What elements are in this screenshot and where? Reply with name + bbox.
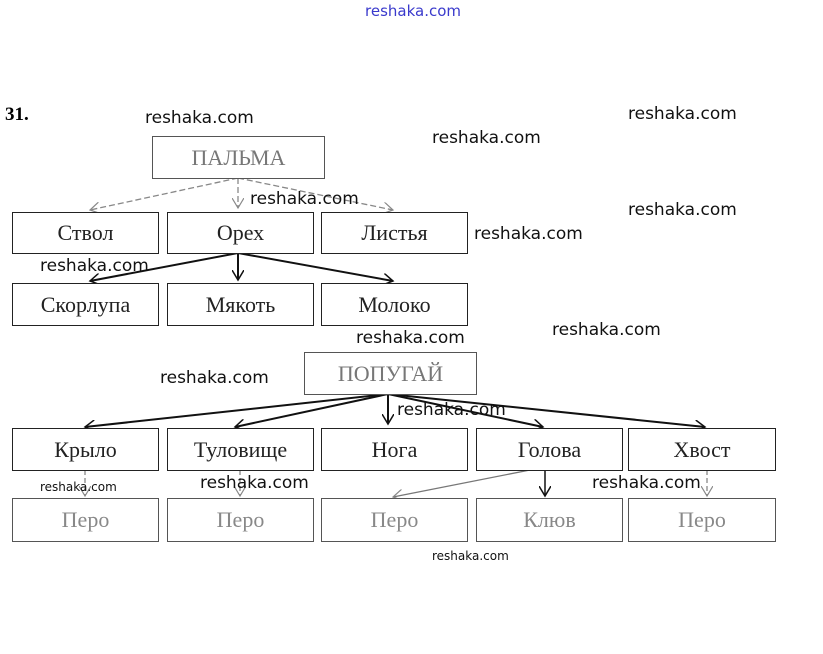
parrot-arrows	[85, 393, 705, 427]
parts-arrows	[85, 469, 707, 497]
watermark: reshaka.com	[145, 108, 254, 128]
node-leaves: Листья	[321, 212, 468, 254]
node-feather-1: Перо	[12, 498, 159, 542]
node-pulp: Мякоть	[167, 283, 314, 326]
watermark: reshaka.com	[432, 549, 509, 563]
watermark: reshaka.com	[628, 200, 737, 220]
node-parrot: ПОПУГАЙ	[304, 352, 477, 395]
watermark: reshaka.com	[40, 480, 117, 494]
watermark: reshaka.com	[40, 256, 149, 276]
node-shell: Скорлупа	[12, 283, 159, 326]
nut-arrows	[90, 252, 393, 281]
watermark: reshaka.com	[432, 128, 541, 148]
node-milk: Молоко	[321, 283, 468, 326]
node-feather-4: Перо	[628, 498, 776, 542]
node-body: Туловище	[167, 428, 314, 471]
watermark: reshaka.com	[552, 320, 661, 340]
watermark: reshaka.com	[592, 473, 701, 493]
watermark: reshaka.com	[200, 473, 309, 493]
node-tail: Хвост	[628, 428, 776, 471]
node-leg: Нога	[321, 428, 468, 471]
node-head: Голова	[476, 428, 623, 471]
watermark: reshaka.com	[397, 400, 506, 420]
watermark: reshaka.com	[474, 224, 583, 244]
watermark: reshaka.com	[365, 2, 461, 20]
task-number: 31.	[5, 104, 29, 125]
node-palm: ПАЛЬМА	[152, 136, 325, 179]
palm-arrows	[90, 177, 393, 210]
node-feather-3: Перо	[321, 498, 468, 542]
node-nut: Орех	[167, 212, 314, 254]
node-wing: Крыло	[12, 428, 159, 471]
node-trunk: Ствол	[12, 212, 159, 254]
watermark: reshaka.com	[250, 189, 359, 209]
node-beak: Клюв	[476, 498, 623, 542]
watermark: reshaka.com	[356, 328, 465, 348]
watermark: reshaka.com	[628, 104, 737, 124]
watermark: reshaka.com	[160, 368, 269, 388]
node-feather-2: Перо	[167, 498, 314, 542]
